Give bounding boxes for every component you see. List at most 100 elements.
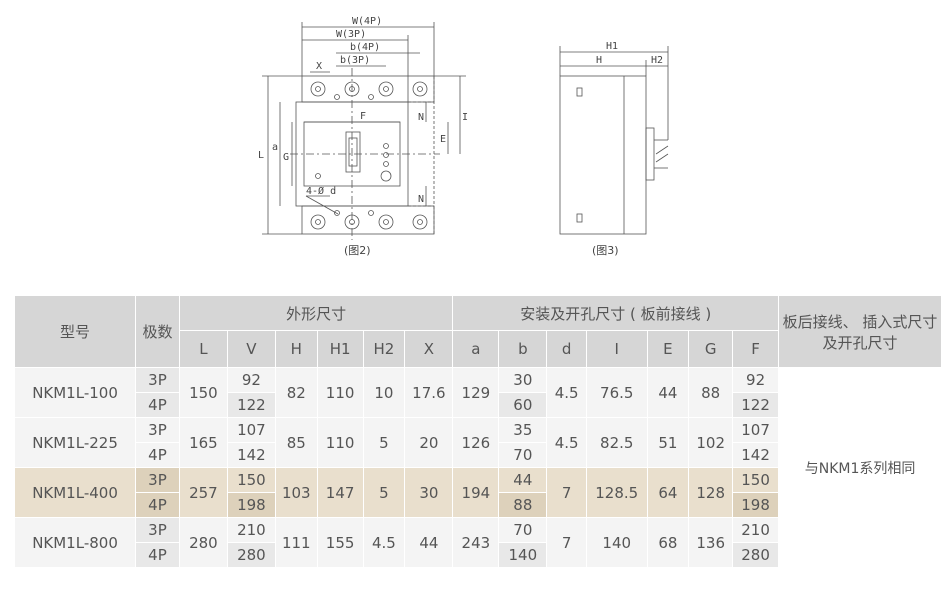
cell-b: 44 bbox=[498, 467, 548, 493]
cell-f: 280 bbox=[732, 542, 780, 568]
cell-poles: 4P bbox=[135, 492, 180, 518]
col-header-e: E bbox=[646, 330, 690, 368]
cell-h2: 5 bbox=[362, 417, 406, 468]
header-rear-wiring: 板后接线、 插入式尺寸及开孔尺寸 bbox=[778, 295, 942, 368]
cell-poles: 4P bbox=[135, 542, 180, 568]
label-b4p: b(4P) bbox=[350, 42, 380, 53]
cell-f: 150 bbox=[732, 467, 780, 493]
cell-v: 92 bbox=[226, 367, 276, 393]
cell-e: 64 bbox=[646, 467, 690, 518]
label-a: a bbox=[272, 142, 278, 153]
cell-d: 7 bbox=[546, 517, 587, 568]
label-i: I bbox=[462, 112, 468, 123]
label-h: H bbox=[596, 55, 602, 66]
cell-x: 30 bbox=[404, 467, 454, 518]
label-h2: H2 bbox=[651, 55, 663, 66]
cell-d: 4.5 bbox=[546, 367, 587, 418]
front-view-drawing bbox=[262, 22, 466, 240]
cell-poles: 3P bbox=[135, 367, 180, 393]
cell-b: 70 bbox=[498, 442, 548, 468]
cell-l: 280 bbox=[178, 517, 228, 568]
cell-x: 17.6 bbox=[404, 367, 454, 418]
cell-h: 82 bbox=[274, 367, 318, 418]
cell-d: 4.5 bbox=[546, 417, 587, 468]
cell-h2: 5 bbox=[362, 467, 406, 518]
cell-g: 128 bbox=[688, 467, 734, 518]
col-header-b: b bbox=[498, 330, 548, 368]
label-x: X bbox=[316, 61, 322, 72]
cell-b: 35 bbox=[498, 417, 548, 443]
label-h1: H1 bbox=[606, 41, 618, 52]
cell-poles: 4P bbox=[135, 392, 180, 418]
cell-poles: 3P bbox=[135, 417, 180, 443]
cell-a: 194 bbox=[452, 467, 500, 518]
side-view-drawing bbox=[559, 46, 669, 235]
cell-b: 30 bbox=[498, 367, 548, 393]
label-n-bottom: N bbox=[418, 194, 424, 205]
col-header-h2: H2 bbox=[362, 330, 406, 368]
label-d: 4-Ø d bbox=[306, 185, 336, 197]
cell-g: 88 bbox=[688, 367, 734, 418]
cell-v: 150 bbox=[226, 467, 276, 493]
label-b3p: b(3P) bbox=[340, 55, 370, 66]
cell-h1: 147 bbox=[316, 467, 364, 518]
header-model: 型号 bbox=[13, 295, 137, 368]
cell-l: 257 bbox=[178, 467, 228, 518]
cell-f: 92 bbox=[732, 367, 780, 393]
cell-f: 210 bbox=[732, 517, 780, 543]
cell-h: 111 bbox=[274, 517, 318, 568]
label-n-top: N bbox=[418, 112, 424, 123]
cell-v: 198 bbox=[226, 492, 276, 518]
col-header-d: d bbox=[546, 330, 587, 368]
cell-v: 210 bbox=[226, 517, 276, 543]
cell-h1: 155 bbox=[316, 517, 364, 568]
col-header-l: L bbox=[178, 330, 228, 368]
cell-b: 60 bbox=[498, 392, 548, 418]
cell-l: 165 bbox=[178, 417, 228, 468]
fig3-caption: (图3) bbox=[592, 244, 619, 257]
cell-i: 76.5 bbox=[585, 367, 648, 418]
cell-poles: 4P bbox=[135, 442, 180, 468]
cell-model: NKM1L-225 bbox=[13, 417, 137, 468]
cell-g: 136 bbox=[688, 517, 734, 568]
cell-x: 44 bbox=[404, 517, 454, 568]
cell-f: 142 bbox=[732, 442, 780, 468]
col-header-x: X bbox=[404, 330, 454, 368]
header-poles: 极数 bbox=[135, 295, 180, 368]
cell-e: 44 bbox=[646, 367, 690, 418]
cell-f: 122 bbox=[732, 392, 780, 418]
cell-l: 150 bbox=[178, 367, 228, 418]
cell-h1: 110 bbox=[316, 367, 364, 418]
cell-b: 140 bbox=[498, 542, 548, 568]
cell-b: 70 bbox=[498, 517, 548, 543]
label-f: F bbox=[360, 111, 366, 122]
col-header-f: F bbox=[732, 330, 780, 368]
cell-a: 126 bbox=[452, 417, 500, 468]
cell-h1: 110 bbox=[316, 417, 364, 468]
label-w3p: W(3P) bbox=[336, 29, 366, 40]
cell-model: NKM1L-400 bbox=[13, 467, 137, 518]
col-header-i: I bbox=[585, 330, 648, 368]
col-header-a: a bbox=[452, 330, 500, 368]
col-header-h: H bbox=[274, 330, 318, 368]
cell-d: 7 bbox=[546, 467, 587, 518]
cell-f: 198 bbox=[732, 492, 780, 518]
cell-i: 82.5 bbox=[585, 417, 648, 468]
cell-a: 129 bbox=[452, 367, 500, 418]
cell-b: 88 bbox=[498, 492, 548, 518]
header-outline-dimensions: 外形尺寸 bbox=[178, 295, 454, 331]
cell-model: NKM1L-100 bbox=[13, 367, 137, 418]
cell-g: 102 bbox=[688, 417, 734, 468]
dimension-table: 型号 极数 外形尺寸 安装及开孔尺寸 ( 板前接线 ) 板后接线、 插入式尺寸及… bbox=[13, 295, 942, 568]
fig2-caption: (图2) bbox=[344, 244, 371, 257]
label-w4p: W(4P) bbox=[352, 16, 382, 27]
cell-h: 103 bbox=[274, 467, 318, 518]
cell-e: 68 bbox=[646, 517, 690, 568]
header-mounting-dimensions: 安装及开孔尺寸 ( 板前接线 ) bbox=[452, 295, 780, 331]
cell-x: 20 bbox=[404, 417, 454, 468]
label-l: L bbox=[258, 150, 264, 161]
col-header-g: G bbox=[688, 330, 734, 368]
cell-a: 243 bbox=[452, 517, 500, 568]
cell-poles: 3P bbox=[135, 467, 180, 493]
cell-model: NKM1L-800 bbox=[13, 517, 137, 568]
